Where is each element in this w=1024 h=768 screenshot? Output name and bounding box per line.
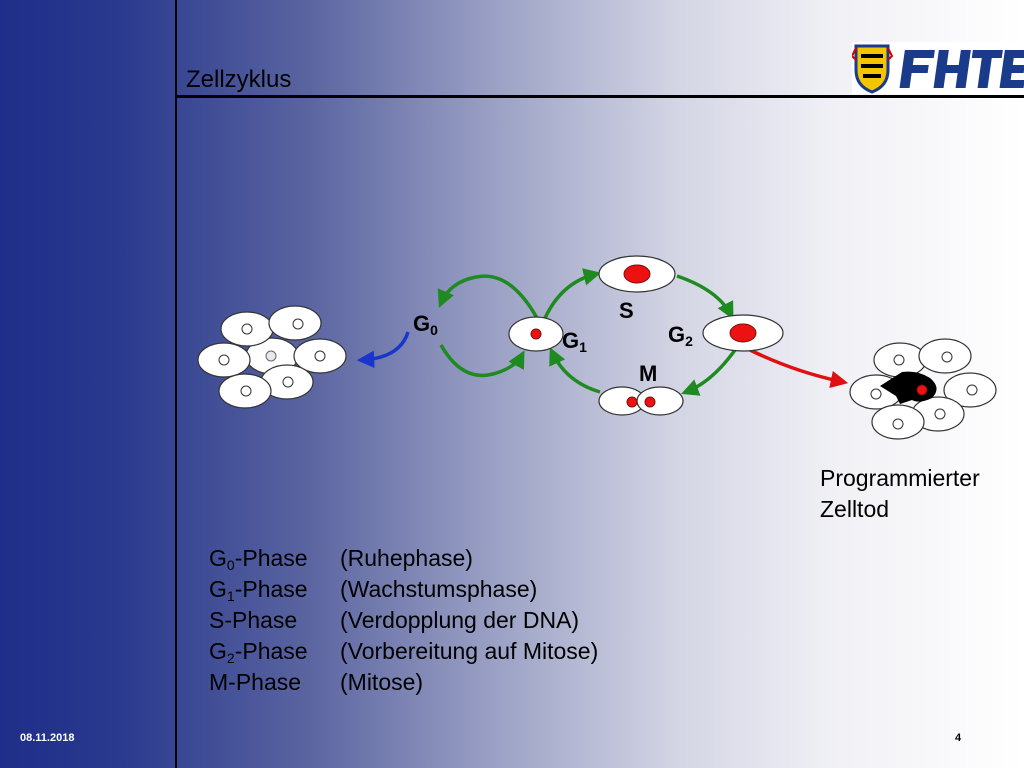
s-to-g2-arrow	[676, 274, 734, 320]
legend-description: (Verdopplung der DNA)	[340, 607, 580, 633]
g0-label: G0	[413, 311, 438, 338]
g1-to-g0-arrow	[437, 274, 539, 319]
g2-to-m-arrow	[681, 348, 737, 396]
g0-cell-cluster	[197, 305, 347, 409]
g2-label: G2	[668, 322, 693, 349]
m-label: M	[639, 361, 657, 386]
legend-phase: S-Phase	[209, 607, 298, 633]
title-underline	[175, 95, 1024, 98]
legend-row: M-Phase (Mitose)	[209, 667, 598, 698]
legend-phase: G0-Phase	[209, 545, 308, 573]
legend-row: S-Phase (Verdopplung der DNA)	[209, 605, 598, 636]
legend-phase: G2-Phase	[209, 638, 308, 666]
slide-title: Zellzyklus	[186, 66, 292, 93]
g1-cell	[508, 316, 564, 352]
legend-description: (Mitose)	[340, 669, 424, 695]
apoptosis-arrow	[749, 348, 849, 389]
s-phase-cell	[598, 255, 676, 293]
coat-of-arms-icon	[852, 44, 894, 94]
legend-description: (Vorbereitung auf Mitose)	[340, 638, 599, 664]
legend-row: G2-Phase (Vorbereitung auf Mitose)	[209, 636, 598, 667]
legend-phase: G1-Phase	[209, 576, 308, 604]
page-number: 4	[955, 732, 962, 744]
m-to-g1-arrow	[549, 347, 601, 394]
apoptosis-cell-cluster	[849, 338, 997, 440]
g1-label: G1	[562, 328, 587, 355]
m-phase-cells	[598, 386, 684, 416]
dying-cell-icon	[880, 371, 937, 404]
legend-description: (Ruhephase)	[340, 545, 473, 571]
caption-line-1: Programmierter	[820, 465, 980, 491]
fhte-logo	[852, 42, 1024, 94]
apoptosis-caption: Programmierter Zelltod	[820, 463, 980, 525]
g2-cell	[702, 314, 784, 352]
fhte-wordmark	[896, 48, 1024, 90]
legend-row: G1-Phase (Wachstumsphase)	[209, 574, 598, 605]
legend-row: G0-Phase (Ruhephase)	[209, 543, 598, 574]
g0-arrow	[356, 331, 410, 369]
legend-description: (Wachstumsphase)	[340, 576, 538, 602]
caption-line-2: Zelltod	[820, 496, 890, 522]
phase-legend: G0-Phase (Ruhephase) G1-Phase (Wachstums…	[209, 543, 598, 698]
footer-date: 08.11.2018	[20, 732, 75, 744]
s-label: S	[619, 298, 634, 323]
left-vertical-rule	[175, 0, 177, 768]
g0-to-g1-arrow	[439, 344, 525, 378]
legend-phase: M-Phase	[209, 669, 302, 695]
g1-to-s-arrow	[543, 268, 602, 319]
